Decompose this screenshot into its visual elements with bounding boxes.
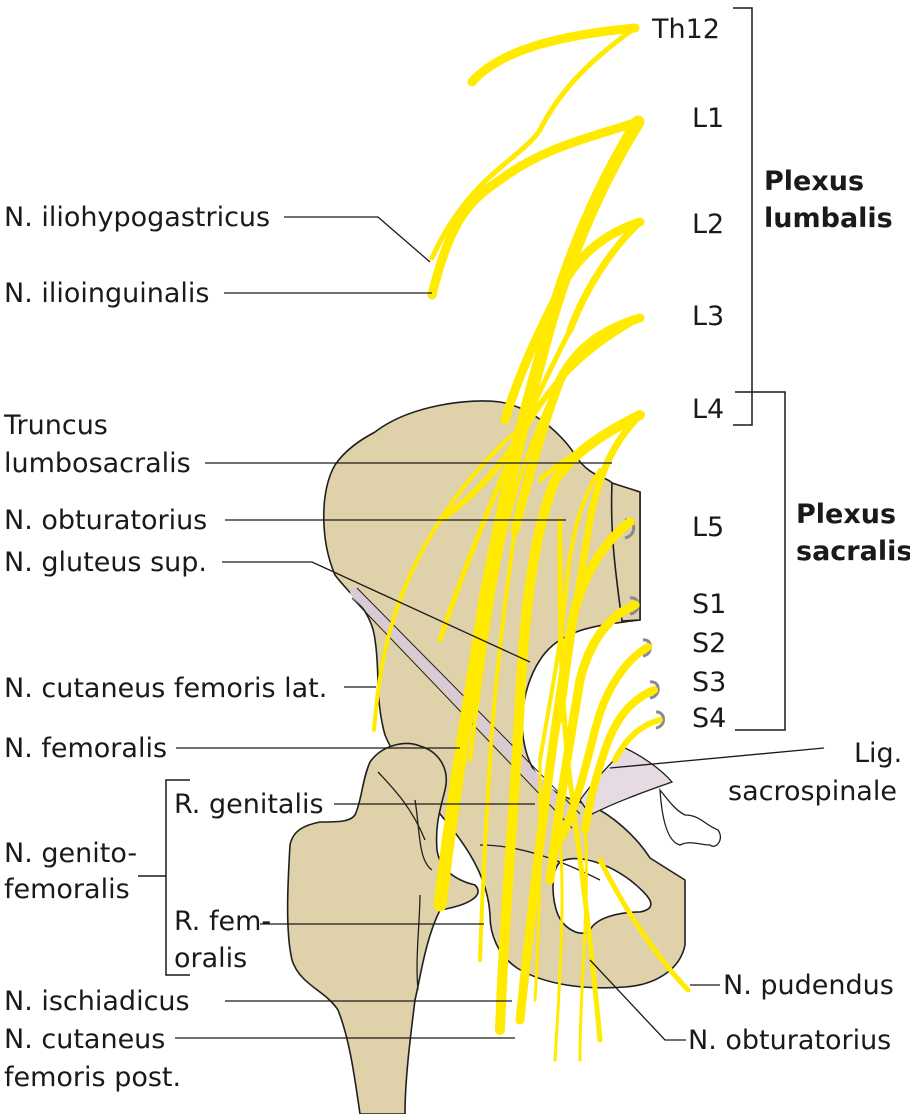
label-ilioinguinalis: N. ilioinguinalis xyxy=(4,278,209,309)
sacrum xyxy=(610,482,641,622)
nerve-fibers xyxy=(372,23,691,1062)
label-gluteus-sup: N. gluteus sup. xyxy=(4,547,207,578)
bracket-plexus-sacralis xyxy=(735,391,786,731)
label-r-genitalis: R. genitalis xyxy=(174,789,324,820)
plexus-sacralis-line1: Plexus xyxy=(796,499,896,530)
label-s3: S3 xyxy=(692,667,726,698)
label-l2: L2 xyxy=(692,209,724,240)
label-l4: L4 xyxy=(692,394,724,425)
label-pudendus: N. pudendus xyxy=(723,970,894,1001)
label-genitofemoralis-line2: femoralis xyxy=(4,874,130,905)
femur-bone xyxy=(286,742,479,1114)
plexus-sacralis-line2: sacralis xyxy=(796,536,910,567)
label-l3: L3 xyxy=(692,301,724,332)
plexus-lumbalis-line2: lumbalis xyxy=(764,203,893,234)
label-l1: L1 xyxy=(692,103,724,134)
label-th12: Th12 xyxy=(651,14,720,45)
label-r-femoralis-line2: oralis xyxy=(174,943,247,974)
nerve-labels: N. iliohypogastricus N. ilioinguinalis T… xyxy=(3,202,902,1093)
label-iliohypogastricus: N. iliohypogastricus xyxy=(4,202,270,233)
label-lig-line1: Lig. xyxy=(854,738,902,769)
label-obturatorius-upper: N. obturatorius xyxy=(4,505,207,536)
label-truncus-line1: Truncus xyxy=(3,410,108,441)
label-ischiadicus: N. ischiadicus xyxy=(4,986,190,1017)
label-cutaneus-femoris-post-line1: N. cutaneus xyxy=(4,1024,165,1055)
label-truncus-line2: lumbosacralis xyxy=(4,448,191,479)
label-l5: L5 xyxy=(692,512,724,543)
label-lig-line2: sacrospinale xyxy=(728,776,897,807)
brackets xyxy=(138,7,786,976)
leader-lines xyxy=(175,216,825,1041)
plexus-lumbalis-line1: Plexus xyxy=(764,166,864,197)
bracket-genitofemoralis xyxy=(165,779,190,976)
label-femoralis: N. femoralis xyxy=(4,733,167,764)
label-s2: S2 xyxy=(692,628,726,659)
group-labels: Plexus lumbalis Plexus sacralis xyxy=(764,166,910,567)
label-cutaneus-femoris-post-line2: femoris post. xyxy=(4,1062,181,1093)
label-r-femoralis-line1: R. fem- xyxy=(174,906,271,937)
label-s1: S1 xyxy=(692,589,726,620)
label-cutaneus-femoris-lat: N. cutaneus femoris lat. xyxy=(4,673,327,704)
segment-labels: Th12 L1 L2 L3 L4 L5 S1 S2 S3 S4 xyxy=(651,14,726,734)
label-obturatorius-lower: N. obturatorius xyxy=(688,1025,891,1056)
label-genitofemoralis-line1: N. genito- xyxy=(4,838,137,869)
label-s4: S4 xyxy=(692,703,726,734)
bracket-plexus-lumbalis xyxy=(733,7,753,426)
